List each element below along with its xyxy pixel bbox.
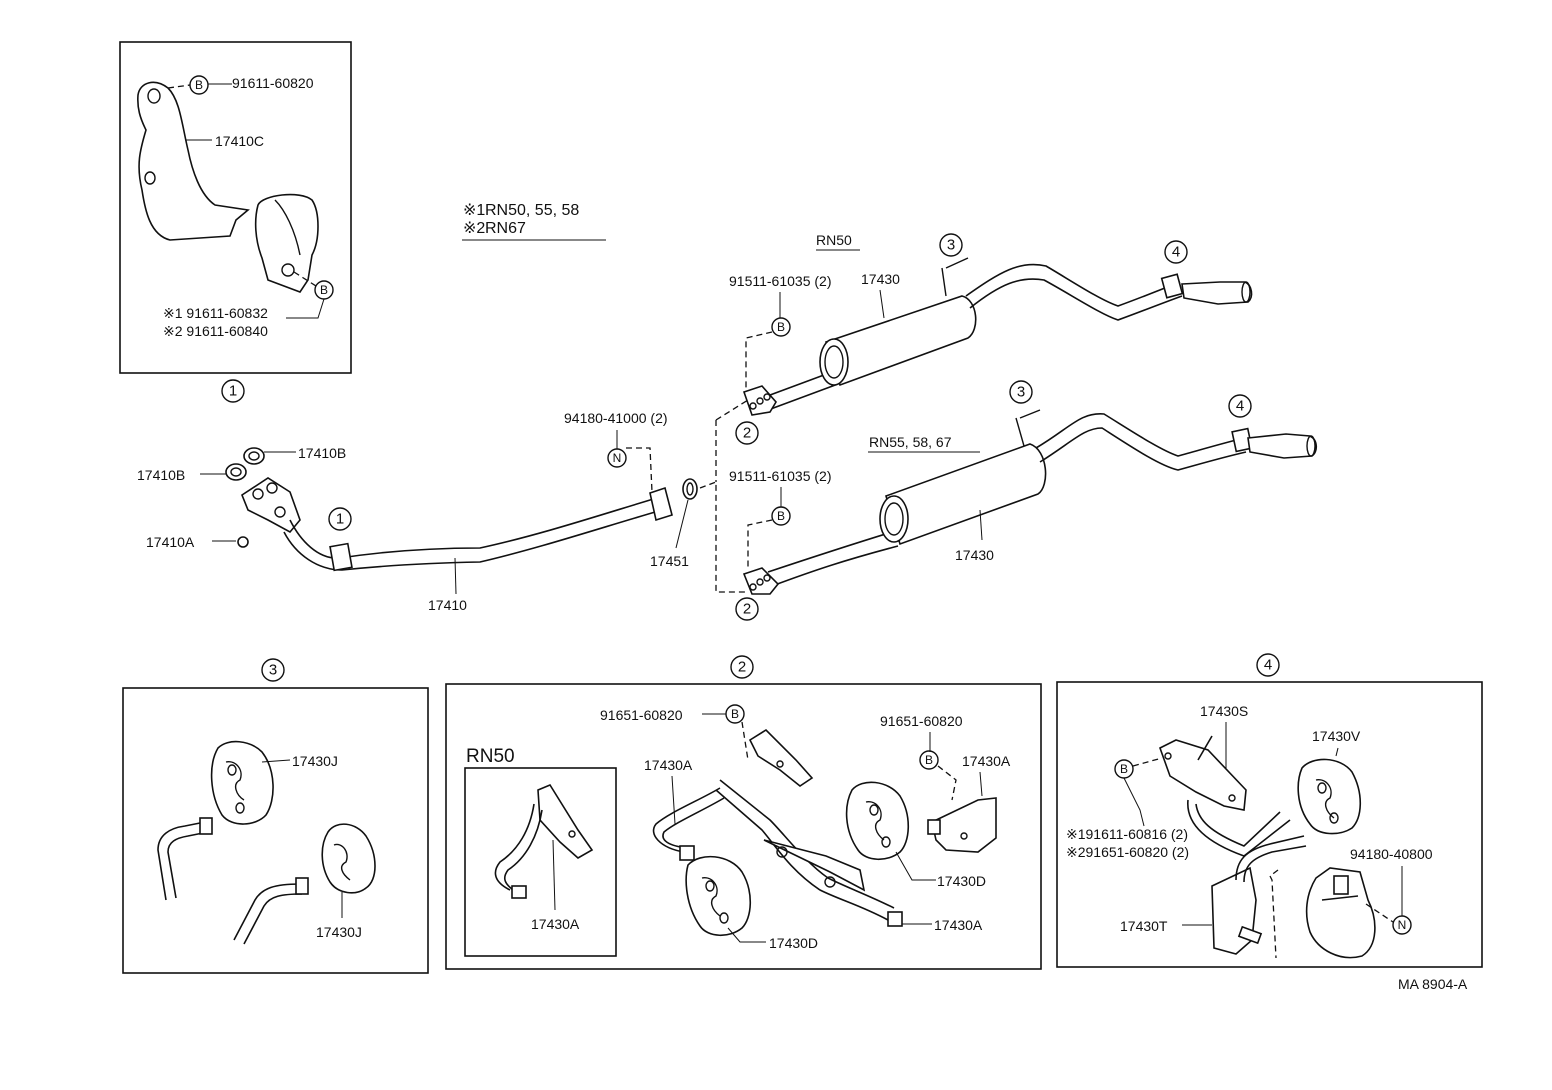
part-label-94180-41000: 94180-41000 (2) [564, 410, 668, 426]
callout-b: B [777, 320, 785, 334]
part-label-17430A: 17430A [934, 917, 983, 933]
applicability-notes: ※1 RN50, 55, 58 ※2 RN67 [462, 202, 606, 241]
callout-2: 2 [743, 601, 751, 618]
part-label-17430J: 17430J [316, 924, 362, 940]
callout-n: N [613, 451, 622, 465]
callout-3: 3 [947, 237, 955, 254]
callout-3: 3 [269, 662, 277, 679]
part-label-17430A: 17430A [644, 757, 693, 773]
part-label-91611-60820: 91611-60820 [232, 75, 314, 91]
note-1-mark: ※1 [463, 202, 485, 219]
part-label-17430A: 17430A [962, 753, 1011, 769]
note-2-mark: ※2 [463, 220, 485, 237]
callout-4: 4 [1264, 657, 1272, 674]
variant-label-rn50: RN50 [816, 232, 852, 248]
callout-b: B [731, 707, 739, 721]
figure-code: MA 8904-A [1398, 976, 1468, 992]
callout-b: B [925, 753, 933, 767]
callout-b: B [777, 509, 785, 523]
callout-4: 4 [1172, 244, 1180, 261]
part-label-17430: 17430 [955, 547, 994, 563]
part-label-17410C: 17410C [215, 133, 264, 149]
callout-2: 2 [743, 425, 751, 442]
rn55-tailpipe-assembly: 3 4 RN55, 58, 67 91511-61035 (2) B 17430… [729, 380, 1318, 621]
part-label-17430D: 17430D [937, 873, 986, 889]
callout-n: N [1398, 918, 1407, 932]
callout-b: B [320, 283, 328, 297]
part-label-17430T: 17430T [1120, 918, 1168, 934]
part-label-17430: 17430 [861, 271, 900, 287]
part-label-17410A: 17410A [146, 534, 195, 550]
note-2-text: RN67 [485, 220, 526, 237]
part-label-17410B: 17410B [137, 467, 185, 483]
part-label-17430S: 17430S [1200, 703, 1248, 719]
detail-box-4: 4 17430S 17430V B ※191611-60816 (2) ※291… [1056, 653, 1483, 968]
detail-box-2: 2 91651-60820 B RN50 17430A 17430A 17430… [445, 655, 1042, 970]
part-label-94180-40800: 94180-40800 [1350, 846, 1433, 862]
note-1-text: RN50, 55, 58 [485, 202, 579, 219]
callout-b: B [195, 78, 203, 92]
front-pipe-assembly: 17410B 17410B 17410A 1 17451 17410 94180… [137, 399, 749, 613]
callout-3: 3 [1017, 384, 1025, 401]
variant-label-rn50-box: RN50 [466, 746, 515, 767]
part-label-17430J: 17430J [292, 753, 338, 769]
part-label-91651-60820: 91651-60820 [880, 713, 963, 729]
callout-2: 2 [738, 659, 746, 676]
part-label-17410B: 17410B [298, 445, 346, 461]
part-label-91651-60820: 91651-60820 [600, 707, 683, 723]
callout-4: 4 [1236, 398, 1244, 415]
callout-1: 1 [229, 383, 237, 400]
detail-box-1: B 91611-60820 17410C B ※1 91611-60832 ※2… [119, 41, 352, 403]
part-label-17430D: 17430D [769, 935, 818, 951]
part-label-17430V: 17430V [1312, 728, 1361, 744]
detail-box-3: 3 17430J 17430J [122, 658, 429, 974]
part-label-17451: 17451 [650, 553, 689, 569]
part-label-91651-60820: ※291651-60820 (2) [1066, 844, 1189, 860]
part-label-17410: 17410 [428, 597, 467, 613]
part-label-91611-60816: ※191611-60816 (2) [1066, 826, 1188, 842]
part-label-17430A: 17430A [531, 916, 580, 932]
part-label-91511-61035: 91511-61035 (2) [729, 273, 831, 289]
variant-label-rn55: RN55, 58, 67 [869, 434, 952, 450]
rn50-tailpipe-assembly: RN50 3 4 91511-61035 (2) 17430 B 2 [729, 232, 1253, 445]
part-label-91511-61035: 91511-61035 (2) [729, 468, 831, 484]
part-label-91611-60832: ※1 91611-60832 [163, 305, 268, 321]
part-label-91611-60840: ※2 91611-60840 [163, 323, 268, 339]
callout-b: B [1120, 762, 1128, 776]
callout-1: 1 [336, 511, 344, 528]
